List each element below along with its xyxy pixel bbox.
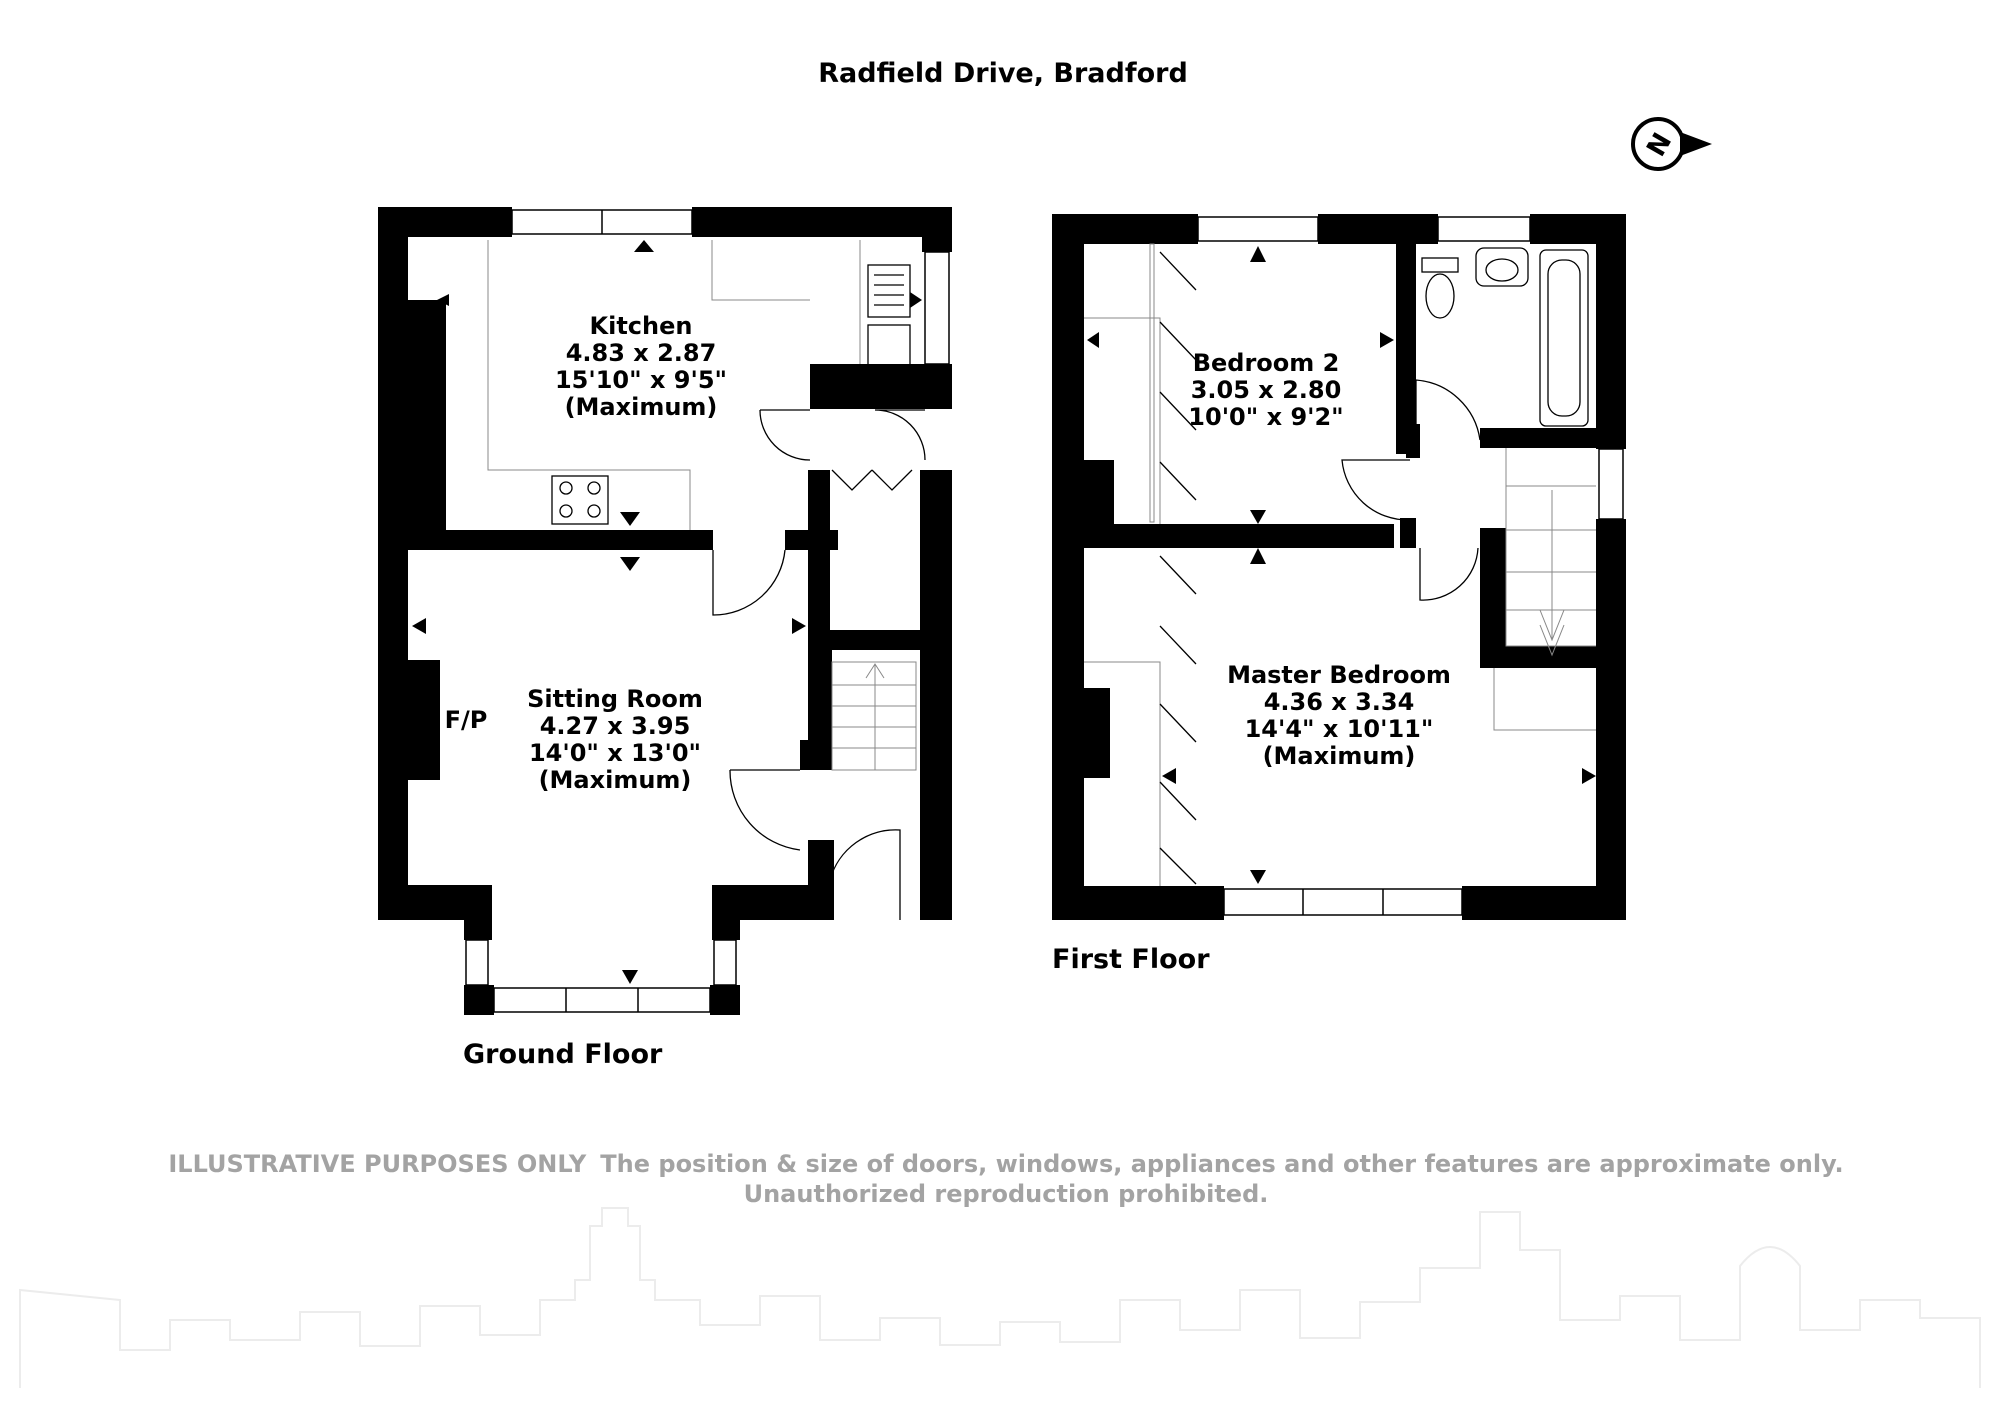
bay-window [493, 987, 711, 1013]
master-window [1223, 888, 1463, 916]
bath-icon [1539, 249, 1589, 427]
bedroom2-metric: 3.05 x 2.80 [1191, 376, 1342, 404]
bathroom-window [1437, 216, 1531, 242]
kitchen-name: Kitchen [590, 312, 693, 340]
hob-icon [551, 475, 609, 525]
disclaimer-text: The position & size of doors, windows, a… [600, 1150, 1843, 1178]
ground-floor-label: Ground Floor [463, 1039, 663, 1070]
bedroom2-window [1197, 216, 1319, 242]
bedroom2-label: Bedroom 2 3.05 x 2.80 10'0" x 9'2" [1188, 349, 1343, 431]
compass-letter: N [1641, 128, 1678, 162]
master-note: (Maximum) [1263, 742, 1416, 770]
master-name: Master Bedroom [1227, 661, 1451, 689]
fireplace-label: F/P [445, 706, 488, 734]
toilet-icon [1421, 257, 1459, 319]
ground-stairs [831, 661, 917, 771]
north-compass-icon: N [1631, 117, 1712, 171]
kitchen-side-window [924, 251, 950, 365]
first-stairs [1493, 448, 1596, 731]
sitting-metric: 4.27 x 3.95 [540, 712, 691, 740]
ground-floor-plan: Ground Floor [378, 207, 952, 1070]
sink-icon [1475, 247, 1529, 287]
kitchen-imperial: 15'10" x 9'5" [555, 366, 727, 394]
kitchen-note: (Maximum) [565, 393, 718, 421]
bedroom2-imperial: 10'0" x 9'2" [1188, 403, 1343, 431]
master-bedroom-label: Master Bedroom 4.36 x 3.34 14'4" x 10'11… [1227, 661, 1451, 770]
sitting-imperial: 14'0" x 13'0" [529, 739, 701, 767]
disclaimer-lead: ILLUSTRATIVE PURPOSES ONLY [168, 1150, 587, 1178]
first-floor-label: First Floor [1052, 944, 1210, 975]
sitting-note: (Maximum) [539, 766, 692, 794]
master-imperial: 14'4" x 10'11" [1245, 715, 1434, 743]
disclaimer-line2: Unauthorized reproduction prohibited. [744, 1180, 1269, 1208]
first-floor-plan: First Floor [1052, 214, 1626, 975]
skyline-watermark [19, 1207, 1981, 1388]
disclaimer-line1: ILLUSTRATIVE PURPOSES ONLY The position &… [168, 1150, 1843, 1178]
fireplace [408, 660, 440, 780]
sitting-room-label: Sitting Room 4.27 x 3.95 14'0" x 13'0" (… [527, 685, 703, 794]
bedroom2-name: Bedroom 2 [1193, 349, 1340, 377]
property-title: Radfield Drive, Bradford [818, 58, 1188, 89]
master-metric: 4.36 x 3.34 [1264, 688, 1415, 716]
kitchen-label: Kitchen 4.83 x 2.87 15'10" x 9'5" (Maxim… [555, 312, 727, 421]
kitchen-metric: 4.83 x 2.87 [566, 339, 717, 367]
sitting-name: Sitting Room [527, 685, 703, 713]
